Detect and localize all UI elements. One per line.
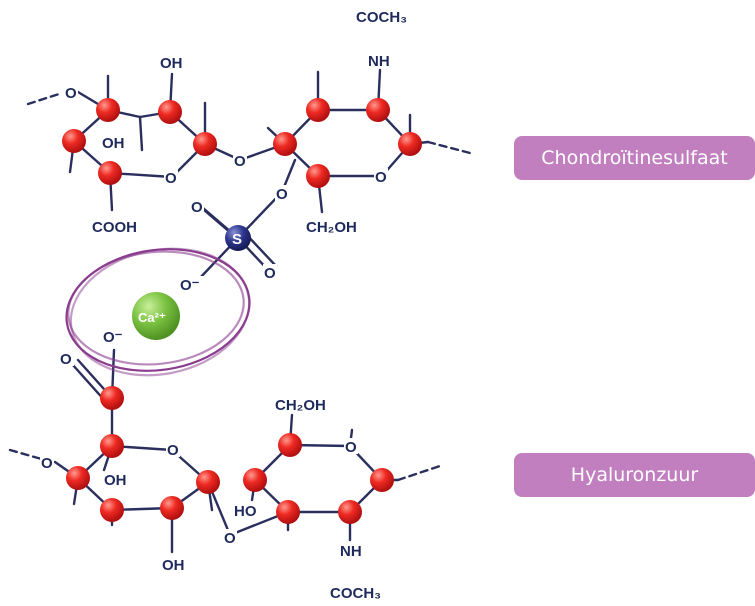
- carbon-atom: [276, 500, 300, 524]
- oxygen-label: O: [65, 85, 77, 102]
- oxygen-label: O: [224, 530, 236, 547]
- carbon-atom: [196, 470, 220, 494]
- ch2oh-label: CH₂OH: [306, 219, 357, 236]
- calcium-label: Ca²⁺: [138, 310, 166, 325]
- carbon-atom: [398, 132, 422, 156]
- oxygen-label: O: [375, 169, 387, 186]
- carbon-atom: [160, 496, 184, 520]
- sulfur-label: S: [232, 231, 242, 248]
- nh-label: NH: [368, 53, 390, 70]
- oxygen-label: O: [345, 439, 357, 456]
- carbon-atom: [98, 161, 122, 185]
- carbon-atom: [66, 466, 90, 490]
- carbon-atom: [158, 100, 182, 124]
- ch2oh-label: CH₂OH: [275, 397, 326, 414]
- chondroitin-sulfate-molecule: [26, 68, 472, 282]
- oh-label: OH: [162, 557, 185, 574]
- oxygen-label: O: [264, 265, 276, 282]
- coch3-label: COCH₃: [330, 585, 381, 602]
- oxygen-label: O: [41, 455, 53, 472]
- sulfur-atom: [225, 225, 251, 251]
- carbon-atom: [100, 434, 124, 458]
- calcium-binding-ring: [65, 247, 251, 377]
- carbon-atom: [243, 468, 267, 492]
- carbon-atom: [370, 468, 394, 492]
- oxygen-label: O: [165, 170, 177, 187]
- hyaluronic-acid-label: Hyaluronzuur: [514, 453, 755, 497]
- functional-group-labels: COCH₃ NH OH OH COOH CH₂OH CH₂OH OH HO OH…: [92, 9, 407, 602]
- chondroitin-sulfate-label: Chondroïtinesulfaat: [514, 136, 755, 180]
- carbon-atom: [193, 132, 217, 156]
- carbon-atom: [100, 386, 124, 410]
- oxygen-label: O: [234, 153, 246, 170]
- carbon-atom: [306, 164, 330, 188]
- carbon-atom: [278, 433, 302, 457]
- ho-label: HO: [234, 503, 257, 520]
- oh-label: OH: [104, 472, 127, 489]
- carbon-atoms-bottom: [66, 386, 394, 524]
- carbon-atom: [338, 500, 362, 524]
- cooh-label: COOH: [92, 219, 137, 236]
- oxygen-label: O: [60, 351, 72, 368]
- oh-label: OH: [102, 135, 125, 152]
- carbon-atom: [273, 132, 297, 156]
- carbon-atom: [96, 98, 120, 122]
- hyaluronic-acid-molecule: [8, 348, 442, 554]
- oxygen-label: O: [276, 186, 288, 203]
- oxygen-labels: O O O O O O O O⁻ O⁻ O O O O O: [40, 84, 388, 547]
- carbon-atom: [100, 498, 124, 522]
- oh-label: OH: [160, 55, 183, 72]
- calcium-ion: [132, 292, 180, 340]
- oxygen-label: O: [167, 442, 179, 459]
- coch3-label: COCH₃: [356, 9, 407, 26]
- carbon-atoms-top: [62, 98, 422, 188]
- carbon-atom: [62, 129, 86, 153]
- nh-label: NH: [340, 543, 362, 560]
- oxygen-anion-label: O⁻: [103, 329, 123, 346]
- oxygen-anion-label: O⁻: [180, 277, 200, 294]
- carbon-atom: [306, 98, 330, 122]
- oxygen-label: O: [191, 199, 203, 216]
- carbon-atom: [366, 98, 390, 122]
